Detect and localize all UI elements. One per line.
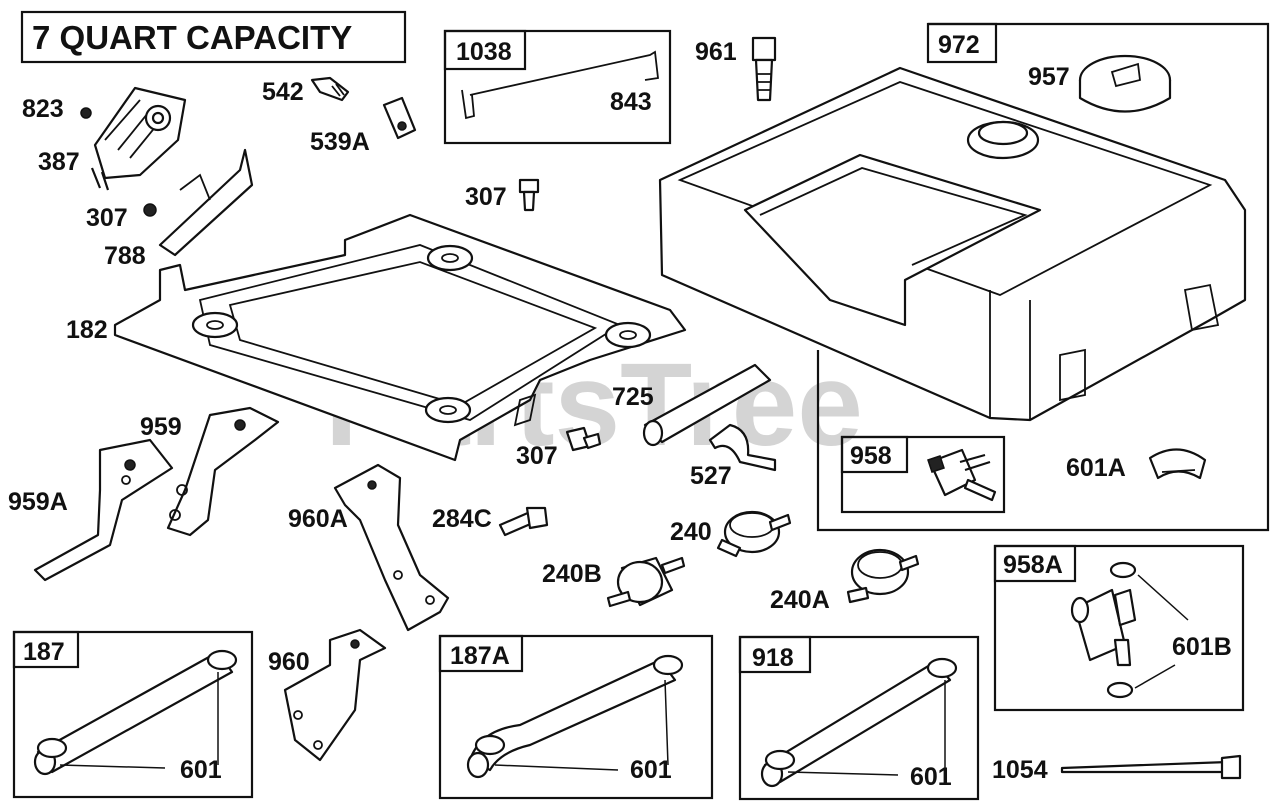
box-187a: 187A 601 [438, 634, 714, 800]
callout-960a: 960A [288, 505, 348, 533]
callout-240a: 240A [770, 586, 830, 614]
box-label-187a: 187A [450, 642, 510, 670]
box-label-972: 972 [938, 31, 980, 59]
box-label-958a: 958A [1003, 551, 1063, 579]
bracket-960a[interactable] [333, 463, 450, 632]
fuel-filter-240b[interactable] [606, 556, 686, 608]
callout-788: 788 [104, 242, 146, 270]
link-rod-843[interactable] [461, 50, 659, 120]
fuel-line-918[interactable] [760, 657, 958, 788]
title-box: 7 QUART CAPACITY [20, 10, 407, 64]
fuel-tank[interactable] [658, 66, 1247, 422]
callout-601-918: 601 [910, 763, 952, 791]
bracket-788[interactable] [158, 148, 254, 257]
clip-527[interactable] [708, 423, 777, 472]
callout-542: 542 [262, 78, 304, 106]
screw-823[interactable] [80, 107, 92, 119]
callout-240b: 240B [542, 560, 602, 588]
callout-601-187a: 601 [630, 756, 672, 784]
clip-539a[interactable] [382, 96, 417, 140]
box-958: 958 [840, 435, 1006, 514]
bracket-959a[interactable] [33, 438, 174, 582]
callout-601a: 601A [1066, 454, 1126, 482]
callout-601b: 601B [1172, 633, 1232, 661]
box-958a: 958A 601B [993, 544, 1245, 712]
callout-823: 823 [22, 95, 64, 123]
clamp-601b-lower[interactable] [1106, 681, 1134, 699]
screw-307-small[interactable] [143, 203, 157, 217]
clamp-601b-upper[interactable] [1109, 561, 1137, 579]
bracket-959[interactable] [166, 406, 280, 537]
callout-725: 725 [612, 383, 654, 411]
callout-307: 307 [86, 204, 128, 232]
callout-601-187: 601 [180, 756, 222, 784]
shutoff-valve-958[interactable] [927, 448, 997, 502]
box-187: 187 601 [12, 630, 254, 799]
box-972: 972 [816, 22, 1270, 532]
screw-307-lower[interactable] [565, 426, 602, 452]
box-label-1038: 1038 [456, 38, 512, 66]
fuel-filter-240a[interactable] [846, 548, 920, 604]
callout-959: 959 [140, 413, 182, 441]
bracket-960[interactable] [283, 628, 387, 762]
fuel-line-187a[interactable] [466, 654, 684, 779]
callout-182: 182 [66, 316, 108, 344]
screw-542[interactable] [310, 76, 350, 102]
screw-307-mid[interactable] [518, 178, 540, 212]
screw-284c[interactable] [498, 506, 549, 537]
box-918: 918 601 [738, 635, 980, 801]
diagram-title: 7 QUART CAPACITY [32, 19, 352, 56]
callout-284c: 284C [432, 505, 492, 533]
callout-1054: 1054 [992, 756, 1048, 784]
base-plate-182[interactable] [113, 213, 687, 462]
fuel-pump-387[interactable] [90, 86, 187, 191]
clamp-601a[interactable] [1148, 448, 1207, 480]
fuel-line-725[interactable] [642, 363, 772, 447]
callout-539a: 539A [310, 128, 370, 156]
callout-961: 961 [695, 38, 737, 66]
callout-957: 957 [1028, 63, 1070, 91]
callout-240: 240 [670, 518, 712, 546]
bolt-961[interactable] [751, 36, 777, 102]
callout-387: 387 [38, 148, 80, 176]
fuel-line-187[interactable] [33, 649, 238, 776]
callout-307-mid: 307 [465, 183, 507, 211]
box-label-187: 187 [23, 638, 65, 666]
cable-tie-1054[interactable] [1060, 754, 1242, 780]
box-label-958: 958 [850, 442, 892, 470]
fuel-cap-957[interactable] [1078, 54, 1172, 113]
callout-959a: 959A [8, 488, 68, 516]
fuel-filter-240[interactable] [716, 510, 792, 558]
callout-307-lower: 307 [516, 442, 558, 470]
shutoff-valve-958a[interactable] [1070, 588, 1137, 667]
box-1038: 1038 843 [443, 29, 672, 145]
callout-843: 843 [610, 88, 652, 116]
callout-527: 527 [690, 462, 732, 490]
box-label-918: 918 [752, 644, 794, 672]
callout-960: 960 [268, 648, 310, 676]
